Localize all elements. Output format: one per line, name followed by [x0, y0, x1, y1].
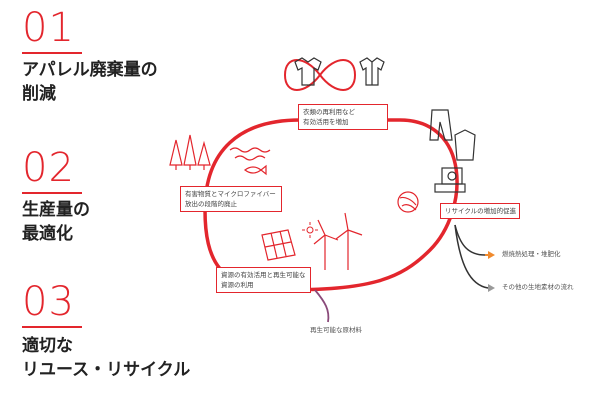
pants-icon [429, 109, 453, 141]
box-resource-line2: 資源の利用 [221, 281, 254, 289]
water-fish-icon [229, 147, 271, 176]
box-reuse: 衣類の再利用など 有効活用を増加 [298, 104, 388, 130]
machine-icon [434, 167, 466, 193]
goal-rule-01 [22, 52, 82, 54]
arrow-energy-head [488, 251, 495, 259]
goal-rule-03 [22, 326, 82, 328]
goal-heading-02-line2: 最適化 [22, 224, 73, 244]
box-recycle: リサイクルの増加的促進 [440, 203, 520, 219]
tshirt-icon [294, 57, 322, 86]
sun-icon [302, 222, 318, 238]
box-recycle-line1: リサイクルの増加的促進 [445, 207, 517, 215]
goal-number-02: 02 [22, 145, 75, 191]
box-resource-line1: 資源の有効活用と再生可能な [221, 271, 306, 279]
wind-turbine-icon [335, 212, 363, 270]
box-resource: 資源の有効活用と再生可能な 資源の利用 [216, 267, 311, 293]
jacket-icon [454, 129, 476, 161]
solar-panel-icon [261, 229, 296, 261]
goal-heading-01: アパレル廃棄量の 削減 [22, 58, 158, 106]
goal-number-01: 01 [22, 5, 75, 51]
infinity-loop [283, 59, 357, 91]
goal-heading-02-line1: 生産量の [22, 200, 90, 220]
goal-heading-01-line2: 削減 [22, 84, 56, 104]
trees-icon [169, 134, 211, 170]
wind-turbine-icon [313, 219, 339, 270]
flow-renewable-input [314, 289, 330, 323]
goal-heading-03-line2: リユース・リサイクル [22, 360, 191, 380]
yarn-ball-icon [397, 191, 419, 213]
goal-heading-03: 適切な リユース・リサイクル [22, 334, 190, 382]
arrow-other-head [488, 284, 495, 292]
goal-heading-03-line1: 適切な [22, 336, 73, 356]
input-renewable-label: 再生可能な原材料 [310, 326, 362, 334]
box-hazard-line1: 有害物質とマイクロファイバー [185, 190, 276, 198]
goal-number-03: 03 [22, 279, 75, 325]
goal-rule-02 [22, 192, 82, 194]
flow-to-other [454, 224, 489, 289]
goal-heading-01-line1: アパレル廃棄量の [22, 60, 158, 80]
goal-heading-02: 生産量の 最適化 [22, 198, 90, 246]
box-reuse-line2: 有効活用を増加 [303, 118, 349, 126]
box-hazard-line2: 放出の段階的廃止 [185, 200, 237, 208]
circular-diagram: 衣類の再利用など 有効活用を増加 リサイクルの増加的促進 有害物質とマイクロファ… [150, 40, 590, 380]
box-hazard: 有害物質とマイクロファイバー 放出の段階的廃止 [180, 186, 282, 212]
shirt-icon [359, 57, 385, 86]
output-energy-label: 燃焼熱処理・堆肥化 [502, 250, 561, 258]
output-other-label: その他の生地素材の流れ [502, 283, 574, 291]
box-reuse-line1: 衣類の再利用など [303, 108, 355, 116]
